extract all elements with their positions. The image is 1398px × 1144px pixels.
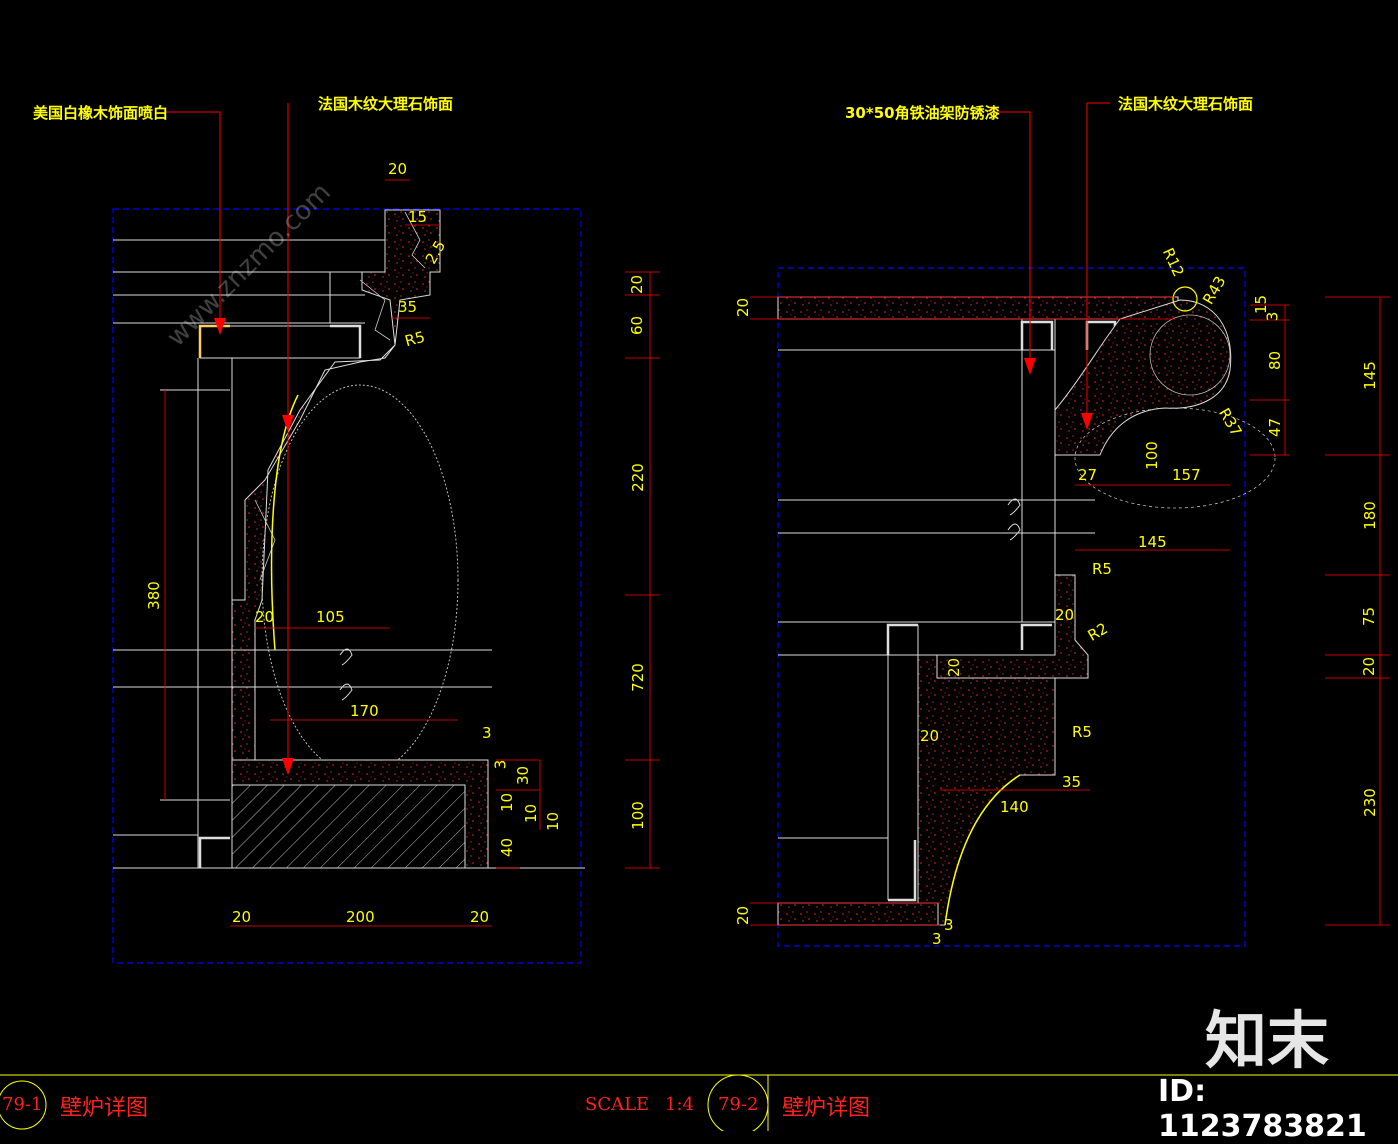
- dim-right-80: 80: [1266, 350, 1285, 371]
- callout-angle-iron: 30*50角铁油架防锈漆: [845, 104, 1000, 122]
- callout-marble-left: 法国木纹大理石饰面: [318, 95, 454, 113]
- dim-bottom-20a: 20: [232, 908, 252, 926]
- drawing-number-left: 79-1: [2, 1094, 43, 1115]
- dim-left-20-top: 20: [388, 160, 408, 178]
- dim-right-27: 27: [1078, 466, 1098, 484]
- dim-right-35: 35: [1062, 773, 1082, 791]
- dim-bottom-20b: 20: [470, 908, 490, 926]
- dim-left-10b: 10: [522, 803, 541, 824]
- scale-value: 1:4: [665, 1094, 694, 1115]
- scale-right-230: 230: [1360, 788, 1379, 817]
- dim-right-3: 3: [1263, 311, 1282, 322]
- right-detail: [750, 102, 1390, 947]
- dim-right-157: 157: [1172, 466, 1201, 484]
- scale-right-145: 145: [1360, 361, 1379, 390]
- drawing-number-right: 79-2: [718, 1094, 759, 1115]
- callout-oak-veneer: 美国白橡木饰面喷白: [33, 104, 169, 122]
- scale-left-720: 720: [628, 663, 647, 692]
- scale-right-75: 75: [1360, 606, 1379, 627]
- dim-left-30: 30: [514, 765, 533, 786]
- drawing-title-left: 壁炉详图: [60, 1096, 149, 1121]
- dim-right-145: 145: [1138, 533, 1167, 551]
- dim-right-20-bot: 20: [734, 905, 753, 926]
- scale-left-220: 220: [628, 463, 647, 492]
- watermark-id: ID: 1123783821: [1158, 1074, 1367, 1144]
- dim-bottom-200: 200: [346, 908, 375, 926]
- dim-right-20a: 20: [1055, 606, 1075, 624]
- watermark-logo: 知末: [1205, 1004, 1330, 1077]
- scale-label: SCALE: [585, 1094, 650, 1115]
- title-bar-lines: [0, 1074, 1398, 1131]
- scale-right-20: 20: [1360, 656, 1379, 677]
- dim-right-20-top: 20: [734, 297, 753, 318]
- scale-right-180: 180: [1360, 501, 1379, 530]
- dim-right-20b: 20: [945, 657, 964, 678]
- dim-left-170: 170: [350, 702, 379, 720]
- left-detail: [112, 103, 660, 964]
- left-frame: [112, 208, 582, 964]
- dim-right-r5b: R5: [1072, 723, 1092, 741]
- scale-left-60: 60: [628, 315, 647, 336]
- dim-right-100: 100: [1142, 441, 1161, 470]
- dim-left-40: 40: [498, 837, 517, 858]
- dim-left-3b: 3: [491, 759, 510, 770]
- callout-marble-right: 法国木纹大理石饰面: [1118, 95, 1254, 113]
- dim-left-15: 15: [408, 208, 428, 226]
- dim-left-105: 105: [316, 608, 345, 626]
- dim-right-3-bot: 3: [944, 916, 954, 934]
- dim-right-140: 140: [1000, 798, 1029, 816]
- scale-left-100: 100: [628, 801, 647, 830]
- dim-left-20-mid: 20: [255, 608, 275, 626]
- dim-right-r5a: R5: [1092, 560, 1112, 578]
- dim-left-3: 3: [482, 724, 492, 742]
- dim-left-10c: 10: [544, 811, 563, 832]
- dim-right-20c: 20: [920, 727, 940, 745]
- dim-left-10a: 10: [498, 792, 517, 813]
- right-frame: [777, 267, 1246, 947]
- dim-right-3-bot2: 3: [932, 930, 942, 948]
- dim-left-35: 35: [398, 298, 418, 316]
- scale-left-20: 20: [628, 274, 647, 295]
- dim-left-380: 380: [144, 581, 163, 610]
- dim-right-47: 47: [1266, 417, 1285, 438]
- drawing-title-right: 壁炉详图: [782, 1096, 871, 1121]
